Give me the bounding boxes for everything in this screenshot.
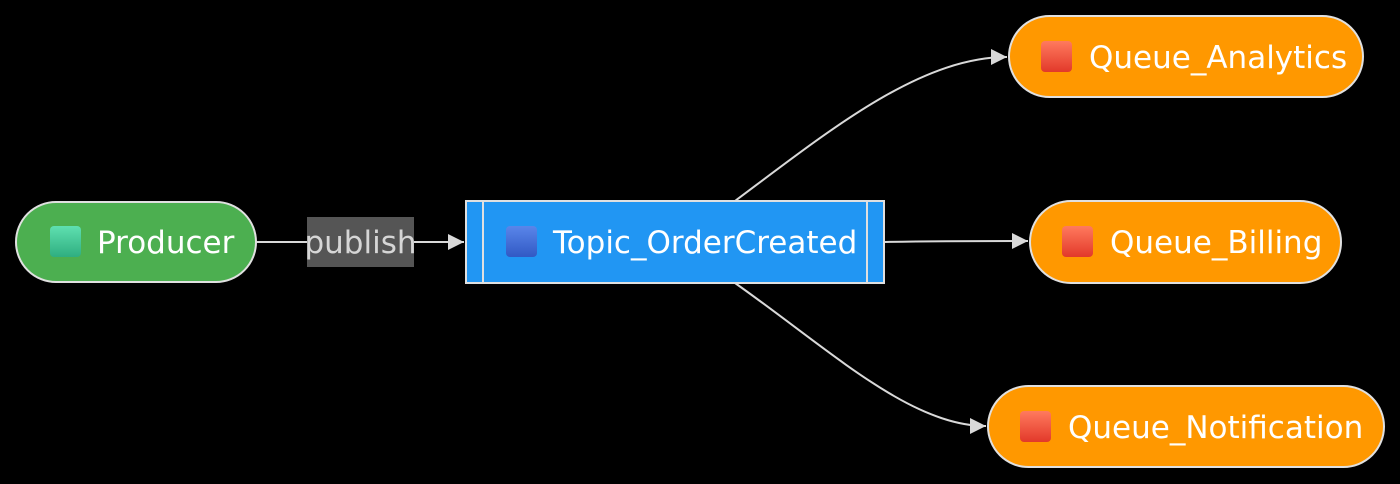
topic-shape xyxy=(465,200,885,284)
edge-label-text: publish xyxy=(304,225,416,261)
green-square-emoji-icon xyxy=(50,226,81,257)
node-queue-billing[interactable]: Queue_Billing xyxy=(1029,200,1342,284)
queue-billing-label: Queue_Billing xyxy=(1110,225,1322,261)
node-topic-ordercreated[interactable]: Topic_OrderCreated xyxy=(465,200,885,284)
edge-topic-to-queue-billing xyxy=(884,233,1029,250)
red-square-emoji-icon xyxy=(1062,226,1093,257)
red-square-emoji-icon xyxy=(1020,411,1051,442)
producer-shape xyxy=(15,201,257,283)
node-queue-notification[interactable]: Queue_Notification xyxy=(987,385,1385,468)
edge-topic-to-queue-notification xyxy=(734,282,987,434)
producer-label: Producer xyxy=(97,225,235,261)
edge-topic-to-queue-analytics xyxy=(734,49,1008,202)
red-square-emoji-icon xyxy=(1041,41,1072,72)
queue-billing-shape xyxy=(1029,200,1342,284)
queue-analytics-shape xyxy=(1008,15,1364,98)
edge-label-publish: publish xyxy=(304,217,417,267)
queue-notification-shape xyxy=(987,385,1385,468)
topic-label: Topic_OrderCreated xyxy=(552,225,857,261)
queue-analytics-label: Queue_Analytics xyxy=(1089,40,1347,76)
edge-label-background xyxy=(307,217,414,267)
queue-notification-label: Queue_Notification xyxy=(1068,410,1363,446)
blue-square-emoji-icon xyxy=(506,226,537,257)
node-producer[interactable]: Producer xyxy=(15,201,257,283)
node-queue-analytics[interactable]: Queue_Analytics xyxy=(1008,15,1364,98)
